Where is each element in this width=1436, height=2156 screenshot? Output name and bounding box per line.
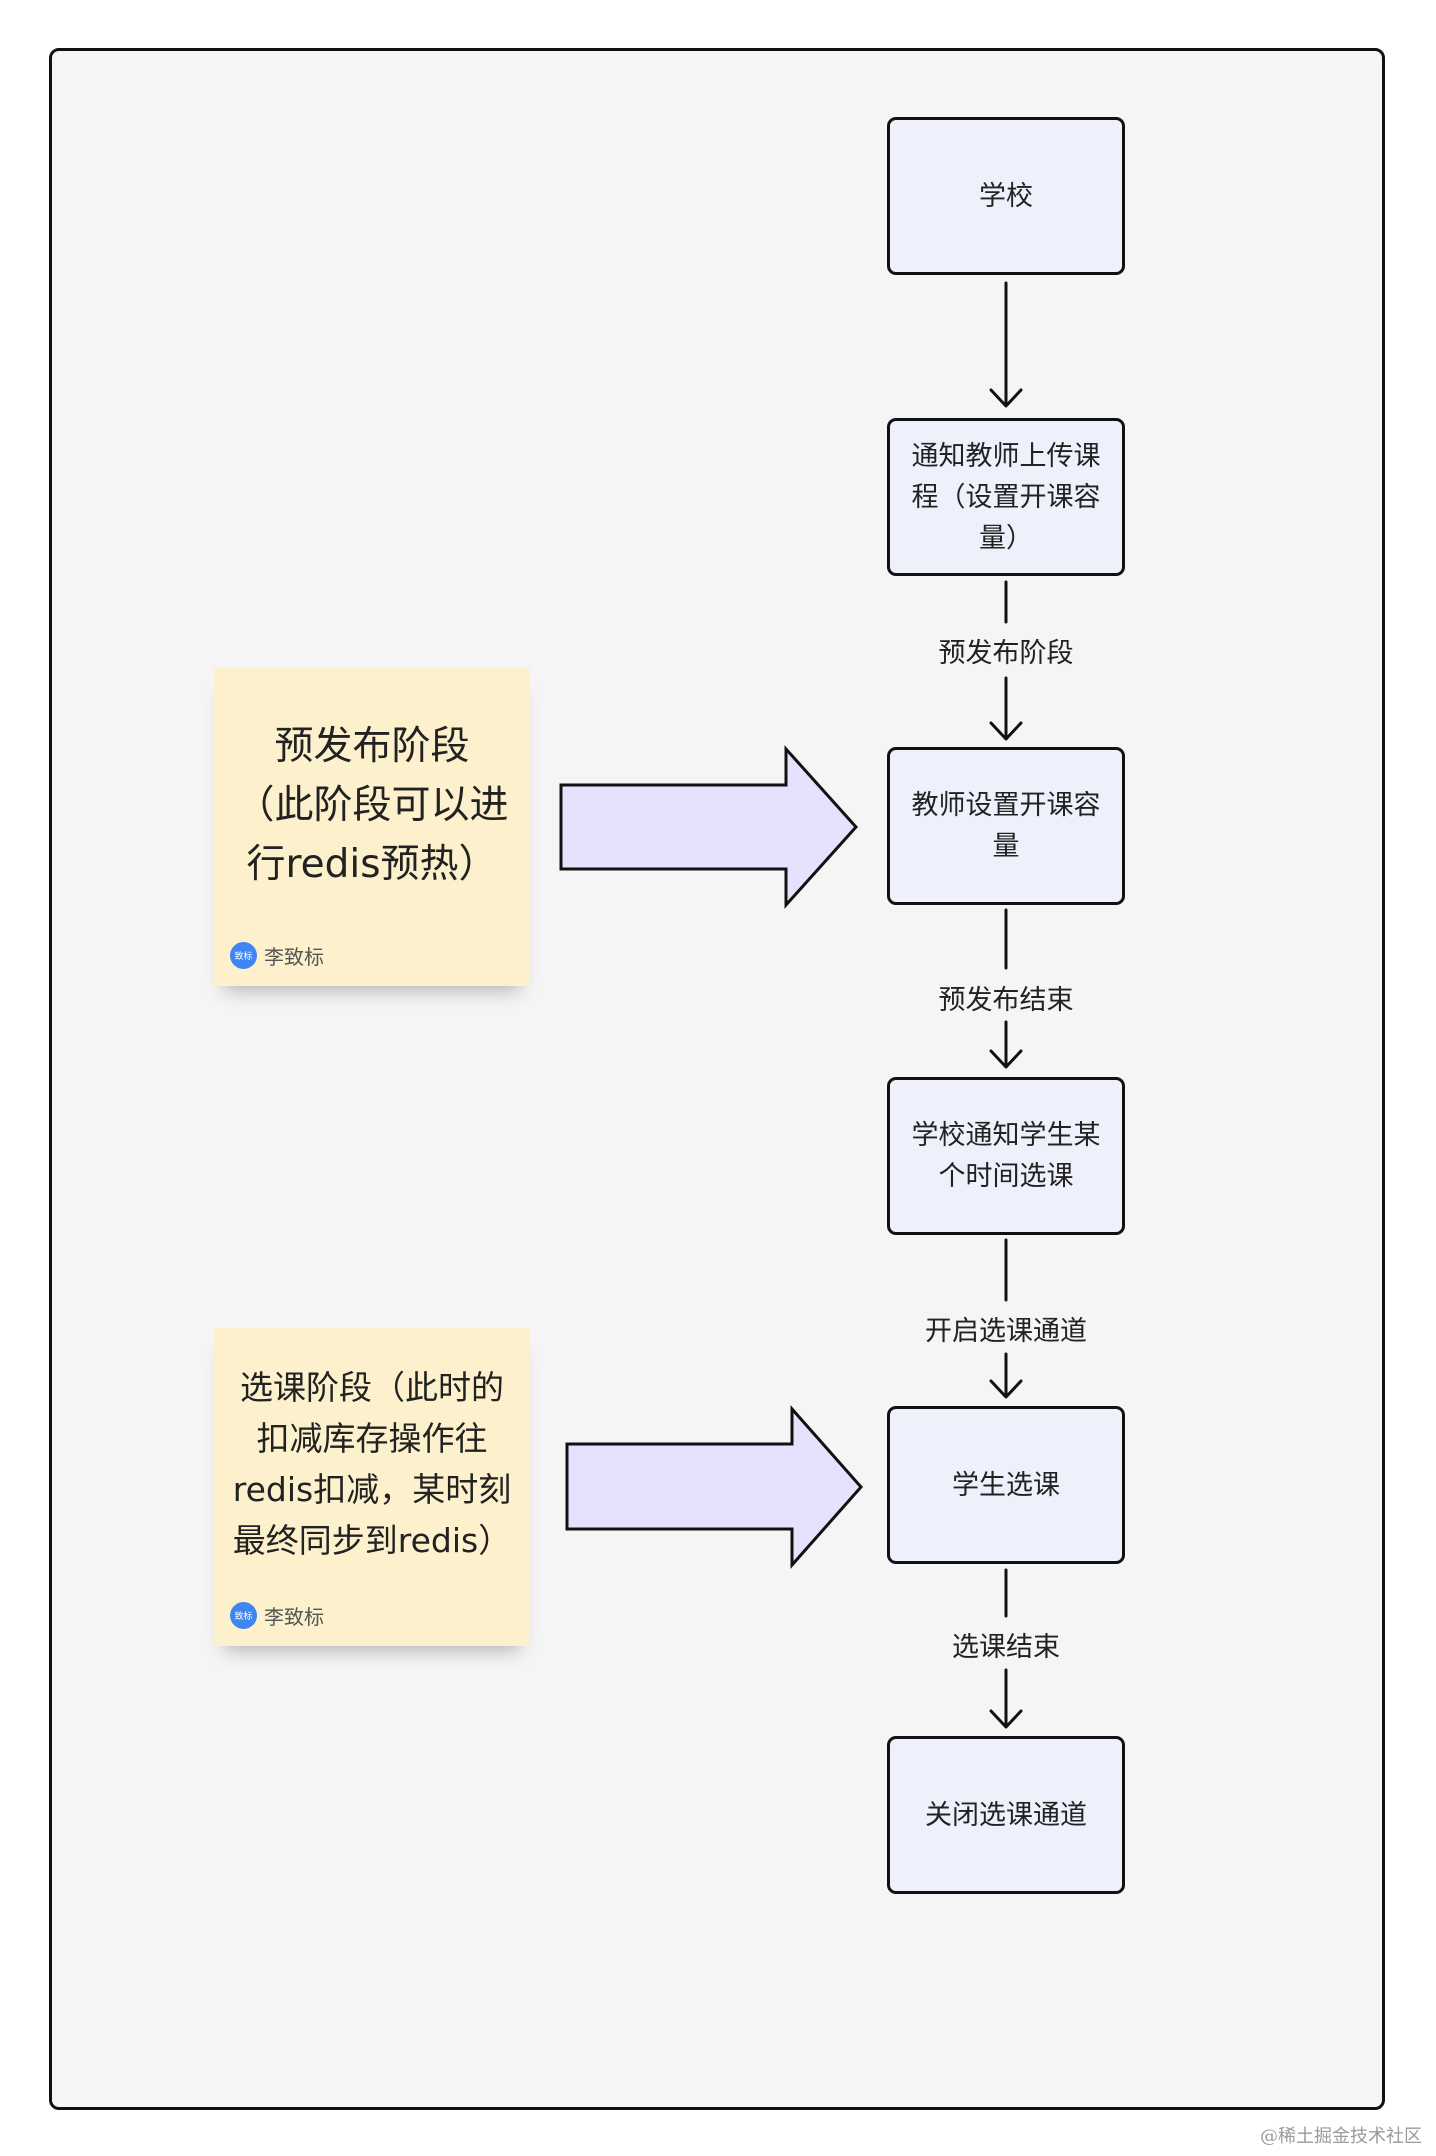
author-name: 李致标	[264, 1605, 324, 1629]
node-teacher-set-capacity[interactable]: 教师设置开课容量	[887, 747, 1125, 905]
arrowhead-3	[989, 1049, 1023, 1069]
diagram-canvas	[49, 48, 1385, 2110]
sticky-note-text: 选课阶段（此时的 扣减库存操作往 redis扣减，某时刻 最终同步到redis）	[232, 1368, 512, 1560]
node-school[interactable]: 学校	[887, 117, 1125, 275]
arrowhead-4	[989, 1379, 1023, 1399]
edge-label-selection-end: 选课结束	[926, 1630, 1086, 1666]
block-arrow-selection	[565, 1405, 864, 1569]
sticky-note-text: 预发布阶段 （此阶段可以进 行redis预热）	[235, 724, 509, 887]
watermark: @稀土掘金技术社区	[1260, 2126, 1422, 2147]
sticky-note-selection[interactable]: 选课阶段（此时的 扣减库存操作往 redis扣减，某时刻 最终同步到redis）…	[214, 1328, 530, 1646]
author-name: 李致标	[264, 945, 324, 969]
avatar: 致标	[230, 942, 257, 969]
block-arrow-pre-release	[559, 745, 859, 909]
arrowhead-5	[989, 1709, 1023, 1729]
edge-label-pre-release-phase: 预发布阶段	[916, 636, 1096, 672]
node-students-select[interactable]: 学生选课	[887, 1406, 1125, 1564]
edge-label-pre-release-end: 预发布结束	[916, 983, 1096, 1019]
sticky-note-pre-release[interactable]: 预发布阶段 （此阶段可以进 行redis预热） 致标 李致标	[214, 668, 530, 986]
avatar: 致标	[230, 1602, 257, 1629]
node-notify-students[interactable]: 学校通知学生某个时间选课	[887, 1077, 1125, 1235]
note-author: 致标 李致标	[230, 941, 324, 970]
arrowhead-1	[989, 388, 1023, 408]
node-close-channel[interactable]: 关闭选课通道	[887, 1736, 1125, 1894]
node-notify-teacher[interactable]: 通知教师上传课程（设置开课容量）	[887, 418, 1125, 576]
arrowhead-2	[989, 721, 1023, 741]
note-author: 致标 李致标	[230, 1601, 324, 1630]
edge-label-open-channel: 开启选课通道	[900, 1314, 1112, 1350]
